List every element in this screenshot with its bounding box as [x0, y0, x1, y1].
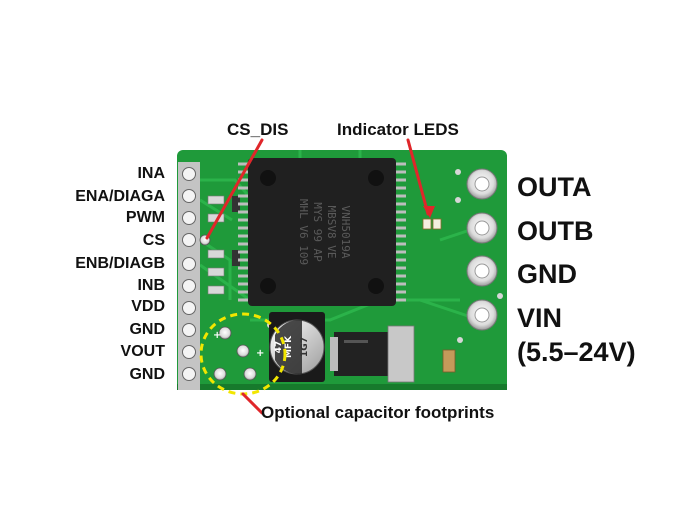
terminal-label-vin-range: (5.5–24V) [517, 337, 636, 367]
terminal-label-outb: OUTB [517, 216, 594, 246]
ic-marking-3: MYS 99 AP [311, 202, 324, 262]
smd-resistor-column [207, 195, 240, 295]
driver-ic: VNH5019A MBSV8 VE MYS 99 AP MHL V6 109 [238, 158, 406, 306]
cs-dis-callout-line [205, 138, 264, 240]
pin-label-vout: VOUT [120, 343, 165, 360]
terminal-label-gnd: GND [517, 259, 577, 289]
pin-label-pwm: PWM [125, 209, 165, 226]
left-pad-hole-9 [182, 345, 196, 359]
left-pad-hole-2 [182, 189, 196, 203]
electrolytic-capacitor: 47 MFK 1G7 [269, 312, 325, 382]
left-pad-hole-8 [182, 323, 196, 337]
pin-label-ena-diaga: ENA/DIAGA [75, 188, 165, 205]
left-pad-hole-1 [182, 167, 196, 181]
optional-caps-callout-line [241, 392, 264, 415]
svg-text:+: + [213, 330, 221, 341]
callout-indicator-leds: Indicator LEDS [337, 120, 459, 139]
pin-label-vdd: VDD [131, 298, 165, 315]
pin-label-ina: INA [137, 165, 165, 182]
terminal-label-outa: OUTA [517, 172, 592, 202]
pin-label-cs: CS [142, 232, 165, 249]
callout-lines [205, 138, 430, 415]
pcb-edge-shadow [177, 384, 507, 390]
terminal-label-vin: VIN [517, 303, 563, 333]
terminal-hole-1 [474, 176, 490, 192]
optional-capacitor-footprints: + + [213, 326, 264, 381]
pin-label-gnd-1: GND [129, 321, 165, 338]
indicator-leds-callout-line [406, 138, 430, 216]
ic-marking-1: VNH5019A [339, 206, 352, 259]
ic-marking-2: MBSV8 VE [325, 206, 338, 259]
cap-marking-1: 47 [274, 341, 284, 354]
left-pad-hole-5 [182, 257, 196, 271]
pin-label-gnd-2: GND [129, 366, 165, 383]
cap-marking-2: MFK [284, 335, 294, 358]
smd-component-right [442, 349, 456, 373]
pin-label-enb-diagb: ENB/DIAGB [75, 255, 165, 272]
svg-text:+: + [256, 348, 264, 359]
left-pad-hole-3 [182, 211, 196, 225]
indicator-leds [422, 218, 442, 230]
callout-optional-capacitor-footprints: Optional capacitor footprints [261, 403, 495, 422]
cap-marking-3: 1G7 [300, 337, 310, 357]
left-pad-holes [182, 167, 196, 381]
callout-cs-dis: CS_DIS [227, 120, 289, 139]
terminal-hole-4 [474, 307, 490, 323]
right-terminal-pads [466, 168, 498, 331]
terminal-hole-3 [474, 263, 490, 279]
left-pad-hole-10 [182, 367, 196, 381]
ic-marking-4: MHL V6 109 [297, 199, 310, 265]
terminal-hole-2 [474, 220, 490, 236]
pin-label-inb: INB [137, 277, 165, 294]
left-pad-hole-7 [182, 301, 196, 315]
indicator-leds-arrowhead [423, 206, 435, 218]
voltage-regulator [330, 325, 415, 383]
left-pad-hole-6 [182, 279, 196, 293]
left-pad-hole-4 [182, 233, 196, 247]
